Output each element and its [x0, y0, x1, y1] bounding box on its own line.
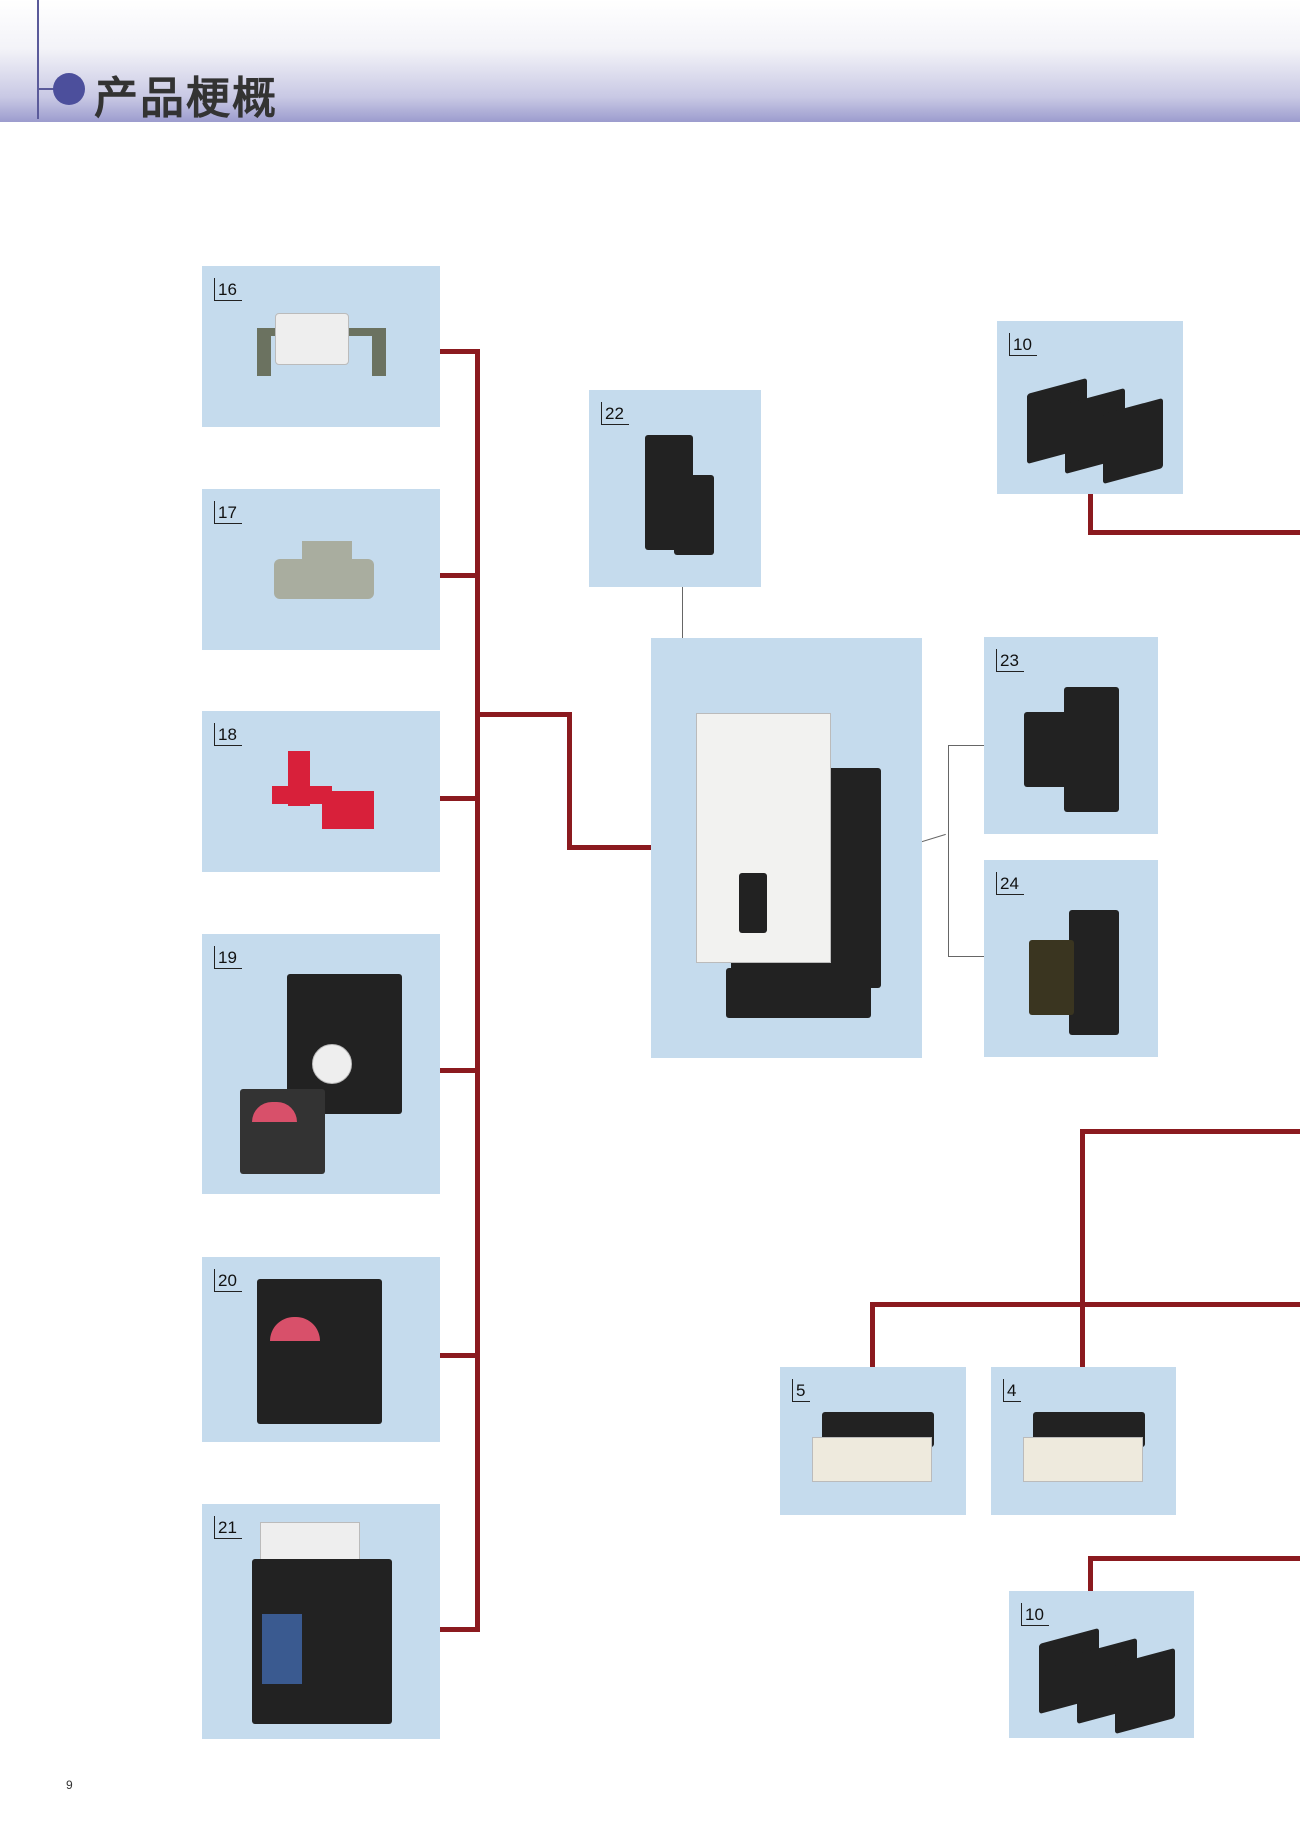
product-17: 17 — [202, 489, 440, 650]
item-number: 23 — [996, 649, 1024, 672]
product-4: 4 — [991, 1367, 1176, 1515]
item-number: 4 — [1003, 1379, 1022, 1402]
main-breaker — [651, 638, 922, 1058]
bullet-icon — [53, 73, 85, 105]
product-21: 21 — [202, 1504, 440, 1739]
item-number: 21 — [214, 1516, 242, 1539]
page-number: 9 — [66, 1778, 73, 1792]
product-22: 22 — [589, 390, 761, 587]
connector — [1088, 1556, 1300, 1561]
product-10-top: 10 — [997, 321, 1183, 494]
connector — [440, 1068, 478, 1073]
item-number: 19 — [214, 946, 242, 969]
connector — [475, 349, 480, 1632]
leader-line — [948, 745, 984, 746]
connector — [1080, 1129, 1300, 1134]
product-16: 16 — [202, 266, 440, 427]
leader-line — [948, 745, 949, 956]
item-number: 22 — [601, 402, 629, 425]
product-18: 18 — [202, 711, 440, 872]
connector — [567, 845, 651, 850]
header-tick — [37, 88, 57, 90]
item-number: 20 — [214, 1269, 242, 1292]
item-number: 10 — [1009, 333, 1037, 356]
connector — [1088, 530, 1300, 535]
header-rule — [37, 0, 39, 119]
connector — [440, 796, 478, 801]
item-number: 18 — [214, 723, 242, 746]
connector — [1080, 1129, 1085, 1367]
connector — [477, 712, 571, 717]
connector — [440, 1353, 478, 1358]
product-19: 19 — [202, 934, 440, 1194]
page-header: 产品梗概 — [0, 0, 1300, 124]
item-number: 5 — [792, 1379, 811, 1402]
leader-line — [948, 956, 984, 957]
item-number: 24 — [996, 872, 1024, 895]
connector — [440, 349, 478, 354]
connector — [567, 712, 572, 849]
connector — [870, 1302, 1300, 1307]
connector — [1088, 1556, 1093, 1591]
connector — [870, 1302, 875, 1367]
item-number: 10 — [1021, 1603, 1049, 1626]
connector — [440, 573, 478, 578]
item-number: 17 — [214, 501, 242, 524]
connector — [1088, 494, 1093, 534]
product-23: 23 — [984, 637, 1158, 834]
connector — [440, 1627, 478, 1632]
product-10-bottom: 10 — [1009, 1591, 1194, 1738]
product-5: 5 — [780, 1367, 966, 1515]
item-number: 16 — [214, 278, 242, 301]
product-20: 20 — [202, 1257, 440, 1442]
page-title: 产品梗概 — [94, 73, 278, 124]
product-24: 24 — [984, 860, 1158, 1057]
